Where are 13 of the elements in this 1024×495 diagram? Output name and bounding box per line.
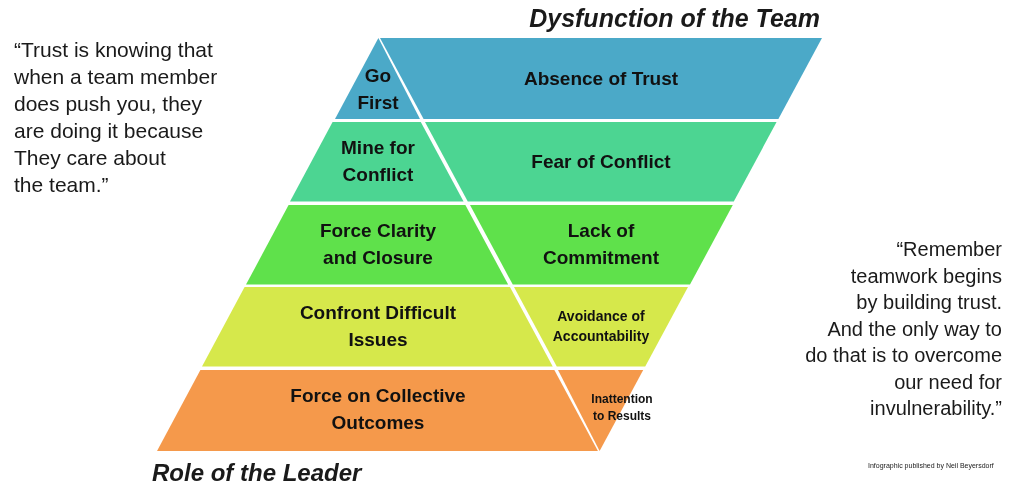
- section-heading: Role of the Leader: [152, 458, 362, 488]
- band-label: Fear of Conflict: [531, 149, 671, 174]
- band-label: Avoidance of Accountability: [552, 307, 650, 346]
- band-label: Absence of Trust: [523, 66, 679, 91]
- quote-text: “Trust is knowing that when a team member does push you, they are doing it because They care about the team.”: [14, 37, 218, 198]
- section-heading: Dysfunction of the Team: [529, 3, 820, 33]
- band-label: Go First: [357, 64, 399, 115]
- band-label: Confront Difficult Issues: [299, 301, 457, 352]
- quote-text: “Remember teamwork begins by building trust. And the only way to do that is to overcome our need for invulnerability.”: [805, 237, 1002, 421]
- band-label: Force Clarity and Closure: [319, 219, 437, 270]
- band-label: Lack of Commitment: [542, 219, 660, 270]
- band-label: Mine for Conflict: [341, 136, 415, 187]
- band-label: Force on Collective Outcomes: [290, 384, 466, 435]
